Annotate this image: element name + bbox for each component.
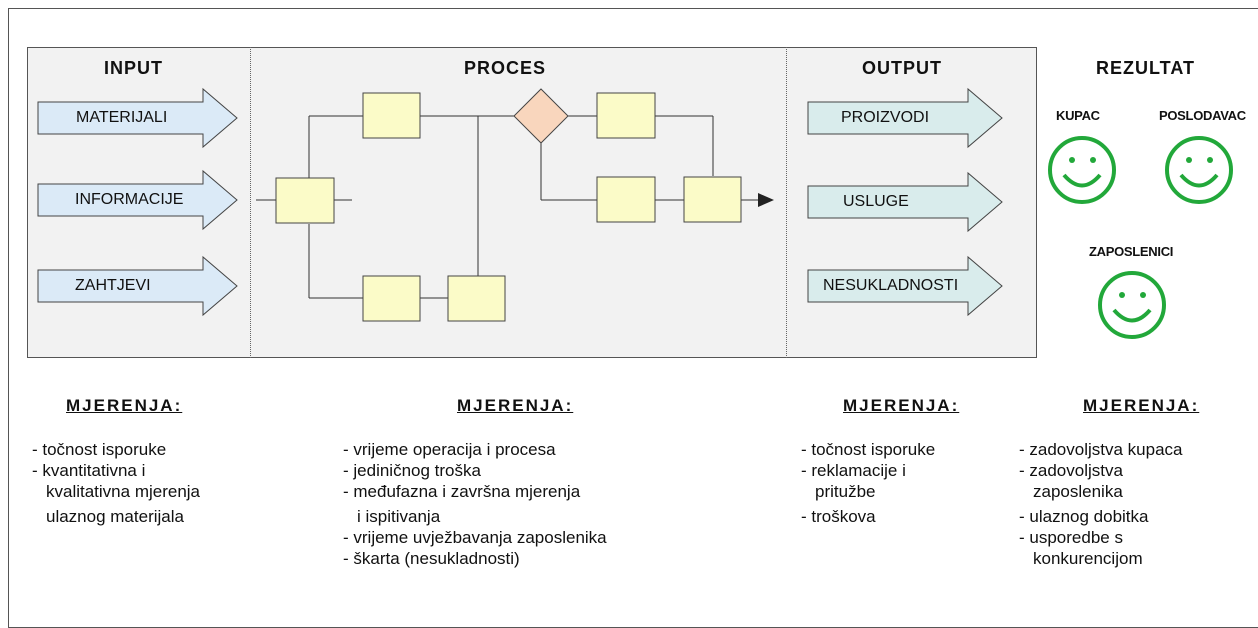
input-arrow-materijali [37, 87, 238, 149]
list-item: konkurencijom [1033, 549, 1143, 568]
list-item: - jediničnog troška [343, 461, 481, 480]
header-rezultat: REZULTAT [1096, 58, 1195, 78]
list-item: - točnost isporuke [801, 440, 936, 459]
smiley-icon-kupac [1048, 136, 1116, 204]
list-item: - zadovoljstva [1019, 461, 1123, 480]
process-box [447, 275, 506, 322]
list-item: - reklamacije i [801, 461, 906, 480]
list-item: - zadovoljstva kupaca [1019, 440, 1183, 459]
output-arrow-proizvodi [807, 87, 1003, 149]
mjerenja-heading-input: MJERENJA: [66, 396, 183, 415]
stakeholder-kupac: KUPAC [1056, 108, 1100, 123]
output-label-nesukladnosti: NESUKLADNOSTI [823, 277, 959, 294]
list-item: - vrijeme uvježbavanja zaposlenika [343, 528, 607, 547]
input-arrow-zahtjevi [37, 255, 238, 317]
separator-process-output [786, 47, 787, 358]
output-arrow-nesukladnosti [807, 255, 1003, 317]
flow-diagram [37, 87, 1233, 339]
process-box [275, 177, 335, 224]
mjerenja-heading-proces: MJERENJA: [457, 396, 574, 415]
mjerenja-list-output: - točnost isporuke - reklamacije i pritu… [801, 439, 935, 527]
connector-lines [256, 115, 758, 299]
list-item: zaposlenika [1033, 482, 1123, 501]
list-item: ulaznog materijala [46, 507, 184, 526]
list-item: - međufazna i završna mjerenja [343, 482, 581, 501]
process-box [683, 176, 742, 223]
list-item: - škarta (nesukladnosti) [343, 549, 520, 568]
input-arrow-informacije [37, 169, 238, 231]
output-arrow-usluge [807, 171, 1003, 233]
smiley-icon-zaposlenici [1098, 271, 1166, 339]
process-box [362, 275, 421, 322]
process-box [362, 92, 421, 139]
list-item: - usporedbe s [1019, 528, 1123, 547]
decision-diamond [513, 88, 569, 144]
mjerenja-list-rezultat: - zadovoljstva kupaca - zadovoljstva zap… [1019, 439, 1182, 569]
list-item: - točnost isporuke [32, 440, 167, 459]
mjerenja-list-proces: - vrijeme operacija i procesa - jediničn… [343, 439, 607, 569]
process-box [596, 176, 656, 223]
header-output: OUTPUT [862, 58, 942, 78]
stakeholder-poslodavac: POSLODAVAC [1159, 108, 1246, 123]
mjerenja-list-input: - točnost isporuke - kvantitativna i kva… [32, 439, 200, 527]
output-label-usluge: USLUGE [843, 193, 909, 210]
input-label-informacije: INFORMACIJE [75, 191, 184, 208]
output-label-proizvodi: PROIZVODI [841, 109, 930, 126]
stakeholder-zaposlenici: ZAPOSLENICI [1089, 244, 1174, 259]
input-label-zahtjevi: ZAHTJEVI [75, 277, 151, 294]
separator-input-process [250, 47, 251, 358]
process-box [596, 92, 656, 139]
list-item: - kvantitativna i [32, 461, 146, 480]
mjerenja-heading-rezultat: MJERENJA: [1083, 396, 1200, 415]
input-label-materijali: MATERIJALI [76, 109, 168, 126]
header-input: INPUT [104, 58, 163, 78]
mjerenja-heading-output: MJERENJA: [843, 396, 960, 415]
list-item: pritužbe [815, 482, 876, 501]
list-item: i ispitivanja [357, 507, 441, 526]
flow-end-arrowhead [758, 193, 774, 207]
header-proces: PROCES [464, 58, 547, 78]
list-item: - vrijeme operacija i procesa [343, 440, 556, 459]
list-item: - troškova [801, 507, 876, 526]
smiley-icon-poslodavac [1165, 136, 1233, 204]
list-item: kvalitativna mjerenja [46, 482, 201, 501]
list-item: - ulaznog dobitka [1019, 507, 1149, 526]
